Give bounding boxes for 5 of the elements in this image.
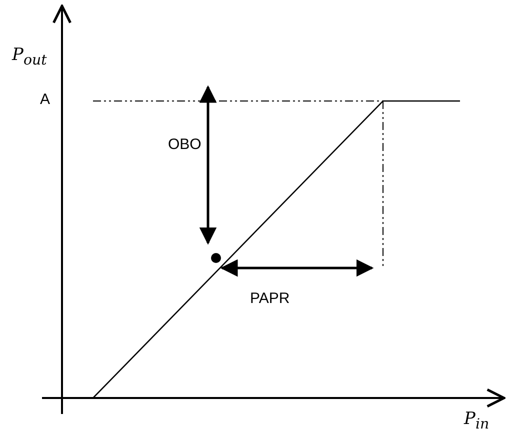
dimension-label: OBO [168, 137, 202, 154]
axis-label: P$_{out}$ [12, 46, 47, 69]
axis-label: P$_{in}$ [464, 410, 490, 433]
level-label: A [40, 92, 50, 108]
dimension-label: PAPR [250, 291, 290, 308]
